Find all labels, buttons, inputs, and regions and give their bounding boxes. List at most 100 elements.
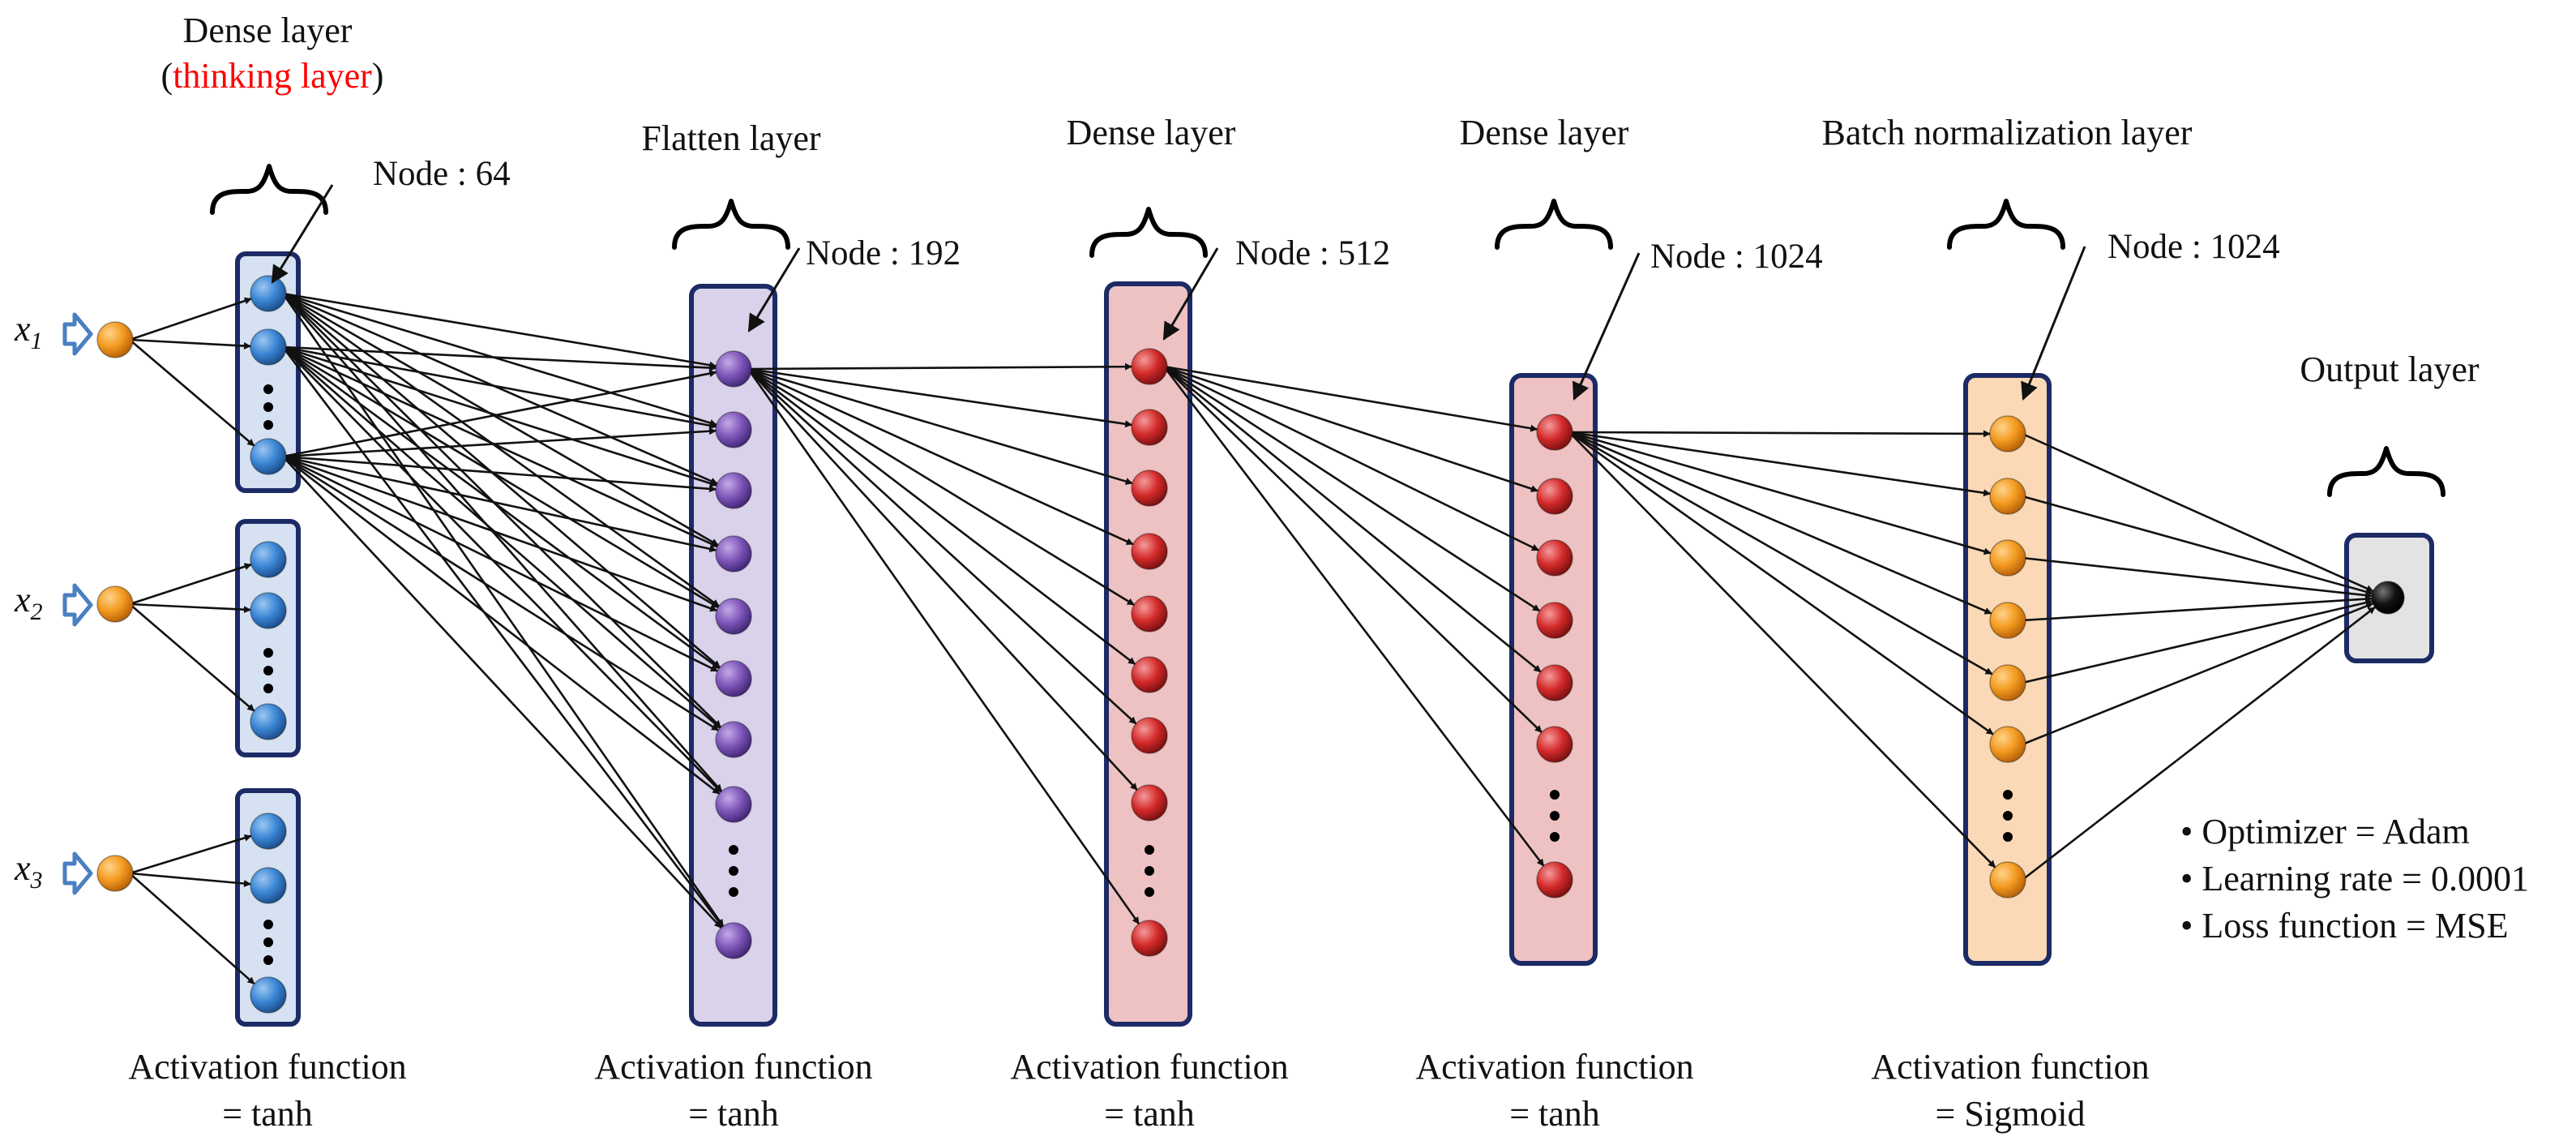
- connection-line: [282, 455, 721, 795]
- activation-labels: Activation function = tanh Activation fu…: [128, 1047, 2149, 1134]
- flatten-node: [715, 721, 752, 758]
- connection-line: [1568, 431, 1993, 675]
- batchnorm-node: [1989, 726, 2026, 763]
- connection-line: [2022, 556, 2373, 599]
- connection-line: [747, 368, 1137, 725]
- dense1-box-3: [235, 788, 301, 1027]
- batchnorm-brace: [1947, 199, 2065, 250]
- dense1-box-1: [235, 251, 301, 493]
- connection-line: [282, 292, 719, 547]
- dense3-node: [1536, 664, 1573, 701]
- dense2-box: [1104, 281, 1192, 1027]
- connection-line: [1163, 365, 1542, 673]
- dense2-node: [1131, 920, 1168, 957]
- flatten-activation-value: = tanh: [688, 1094, 779, 1134]
- thinking-layer-highlight: thinking layer: [173, 56, 372, 96]
- braces: [210, 164, 2445, 497]
- connection-line: [282, 345, 717, 430]
- connection-line: [282, 345, 717, 372]
- connection-line: [282, 292, 717, 369]
- dense2-title: Dense layer: [1067, 113, 1236, 152]
- dense3-node-count: Node : 1024: [1650, 238, 1823, 276]
- dense1-title: Dense layer: [183, 11, 353, 50]
- dense2-node-pointer: [1162, 247, 1219, 341]
- dense3-node: [1536, 861, 1573, 898]
- batchnorm-title: Batch normalization layer: [1822, 113, 2193, 152]
- input-arrows: [62, 312, 93, 895]
- connection-line: [129, 603, 255, 712]
- connection-line: [129, 563, 252, 606]
- connection-line: [282, 293, 723, 792]
- ellipsis-dot: [729, 845, 738, 855]
- dense1-node-count: Node : 64: [373, 155, 511, 193]
- flatten-box: [689, 284, 777, 1027]
- dense2-node: [1131, 784, 1168, 821]
- input-node: [96, 855, 134, 892]
- connection-line: [282, 292, 720, 607]
- dense2-node: [1131, 470, 1168, 507]
- ellipsis-dot: [1145, 845, 1154, 855]
- input-labels: x1 x2 x3: [14, 309, 43, 894]
- connection-line: [282, 455, 718, 672]
- input-node: [96, 585, 134, 623]
- connection-line: [282, 455, 718, 612]
- dense1-brace: [210, 164, 328, 215]
- flatten-node: [715, 660, 752, 697]
- input-label-x3: x3: [14, 848, 43, 894]
- dense2-node: [1131, 348, 1168, 385]
- connection-line: [747, 367, 1133, 428]
- ellipsis-dot: [2003, 832, 2013, 842]
- connection-line: [1568, 431, 1994, 735]
- connection-line: [1163, 366, 1543, 733]
- ellipsis-dot: [729, 887, 738, 897]
- dense3-activation: Activation function: [1415, 1047, 1693, 1087]
- dense3-node: [1536, 539, 1573, 577]
- flatten-node: [715, 786, 752, 823]
- batchnorm-node: [1989, 478, 2026, 515]
- dense3-activation-value: = tanh: [1509, 1094, 1600, 1134]
- dense2-activation-value: = tanh: [1104, 1094, 1195, 1134]
- connection-line: [282, 345, 718, 548]
- flatten-title: Flatten layer: [641, 118, 820, 158]
- batchnorm-node: [1989, 664, 2026, 701]
- node-pointers: [271, 184, 2086, 401]
- ellipsis-dot: [1550, 811, 1560, 821]
- layer-titles: Dense layer (thinking layer) Flatten lay…: [161, 11, 2480, 389]
- connection-line: [1163, 365, 1539, 551]
- connection-line: [747, 368, 1140, 924]
- flatten-node-pointer: [747, 247, 801, 332]
- connection-line: [282, 292, 718, 485]
- dense1-node: [250, 592, 287, 629]
- dense1-subtitle: (thinking layer): [161, 56, 384, 96]
- dense3-node: [1536, 726, 1573, 763]
- connection-line: [281, 346, 724, 928]
- connection-line: [2022, 598, 2373, 684]
- connection-line: [129, 338, 251, 350]
- dense3-title: Dense layer: [1460, 113, 1629, 152]
- ellipsis-dot: [263, 955, 273, 965]
- ellipsis-dot: [2003, 811, 2013, 821]
- nodes: [96, 275, 2405, 1014]
- hyperparameter-list: • Optimizer = Adam • Learning rate = 0.0…: [2180, 812, 2529, 946]
- connection-line: [1162, 366, 1545, 867]
- connection-line: [282, 455, 719, 731]
- dense3-node: [1536, 478, 1573, 515]
- connection-line: [282, 456, 722, 929]
- connection-line: [1568, 431, 1992, 555]
- connection-line: [282, 293, 721, 668]
- ellipsis-dot: [263, 666, 273, 675]
- connection-line: [282, 455, 717, 553]
- connection-line: [1568, 431, 1992, 497]
- ellipsis-dot: [263, 402, 273, 412]
- dense1-node: [250, 275, 287, 312]
- output-title: Output layer: [2300, 350, 2480, 389]
- flatten-node: [715, 411, 752, 448]
- batchnorm-node: [1989, 861, 2026, 898]
- input-label-x2: x2: [14, 580, 43, 625]
- connection-line: [282, 345, 720, 670]
- dense2-node: [1131, 656, 1168, 693]
- connection-line: [1568, 430, 1991, 438]
- flatten-node: [715, 472, 752, 509]
- connection-line: [282, 345, 719, 609]
